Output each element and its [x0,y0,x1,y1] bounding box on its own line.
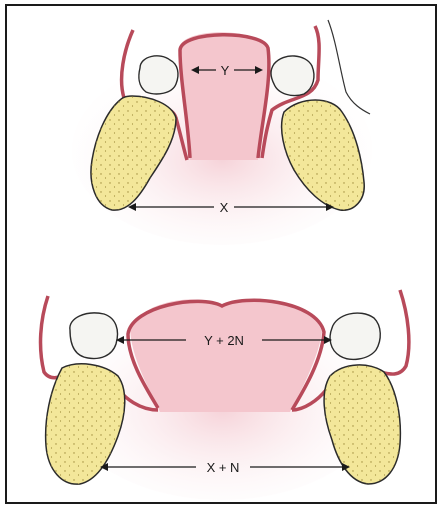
top-y-label: Y [221,63,230,78]
bottom-palatal-vault [130,299,322,412]
bottom-xn-label: X + N [207,460,240,475]
bottom-left-tooth [70,313,118,359]
top-panel: Y X [72,20,372,245]
bottom-right-tooth [330,313,380,359]
top-palatal-vault [179,32,270,160]
top-x-label: X [220,200,229,215]
top-left-tooth [139,56,178,94]
top-right-tooth [271,56,314,96]
bottom-panel: Y + 2N X + N [41,290,409,500]
bottom-y2n-label: Y + 2N [204,333,244,348]
